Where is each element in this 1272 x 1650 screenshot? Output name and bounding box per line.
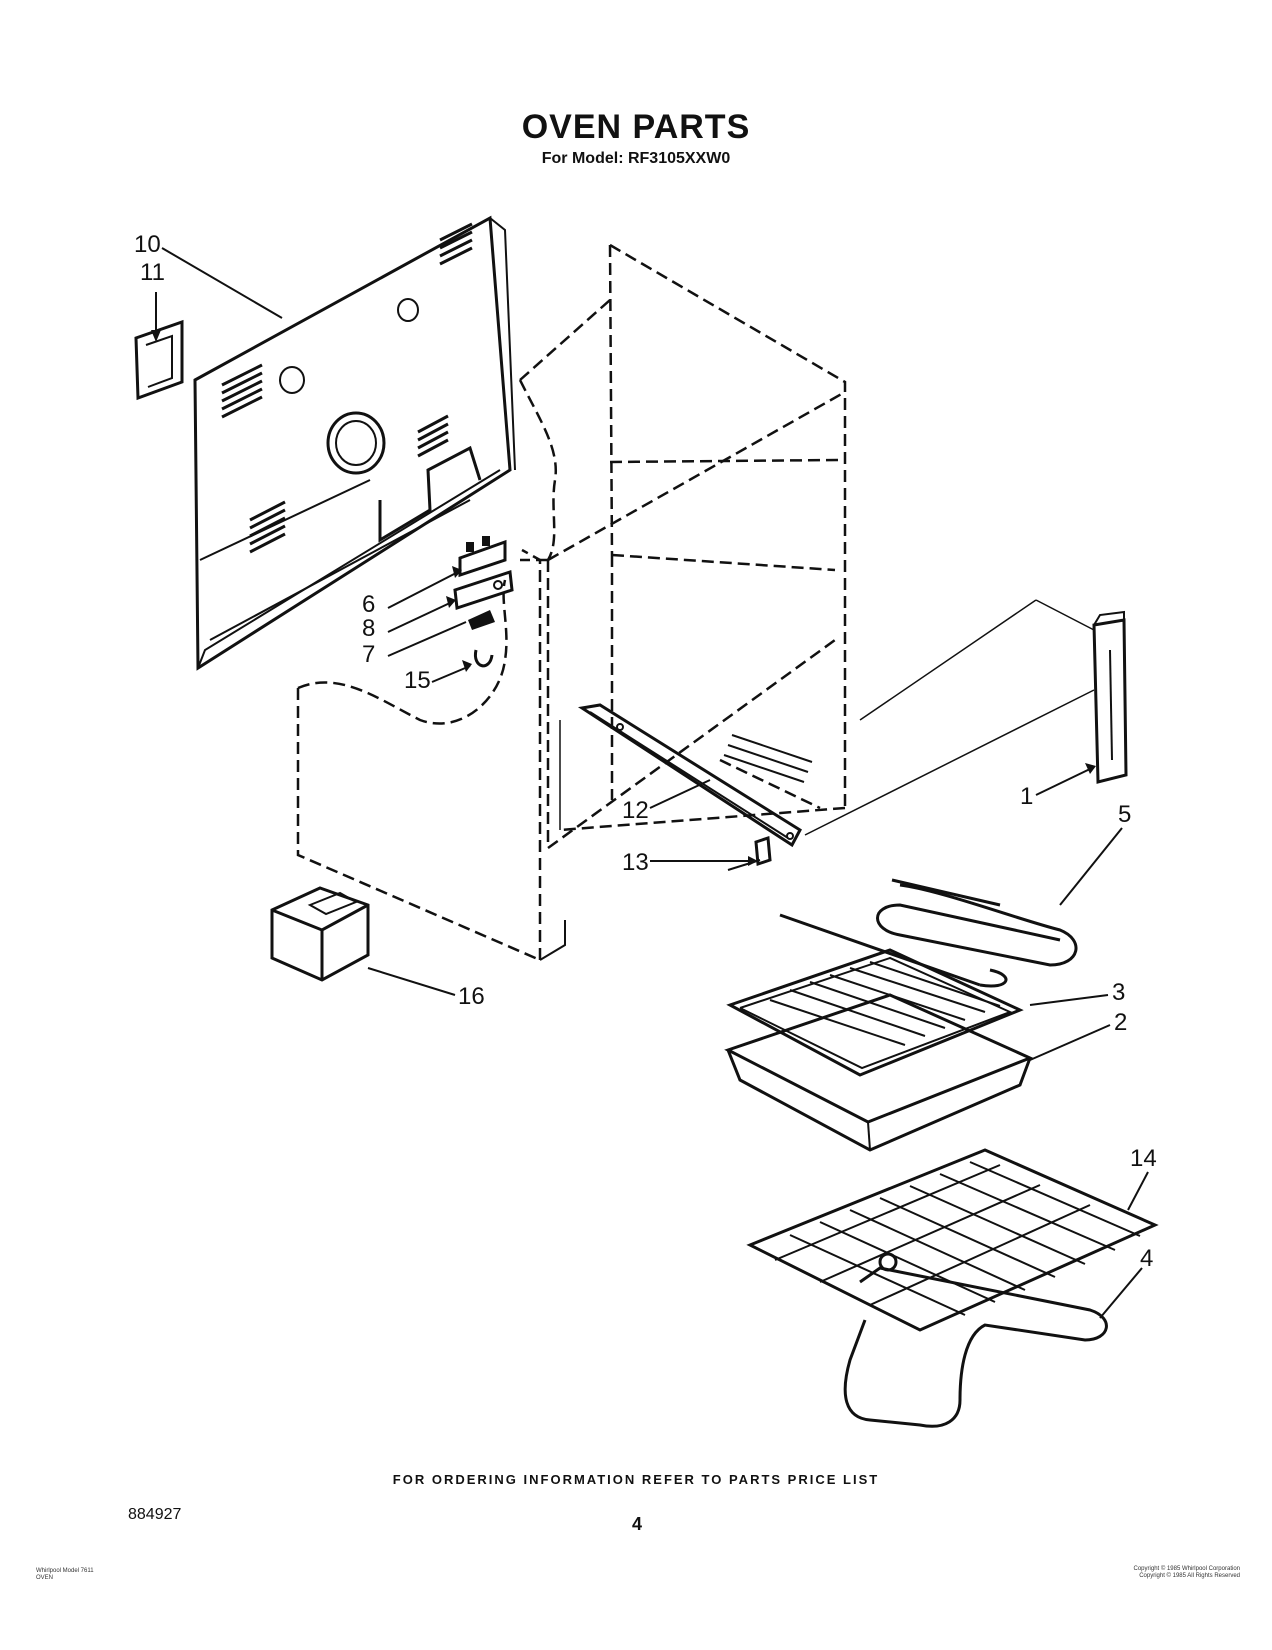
side-panel (296, 379, 566, 962)
panel-opening-large (326, 411, 386, 475)
oven-rack (746, 1148, 1159, 1332)
page-number: 4 (632, 1514, 643, 1534)
callout-10: 10 (134, 231, 161, 258)
broiler-grid (726, 948, 1024, 1077)
callout-2: 2 (1114, 1009, 1127, 1036)
rear-panel (193, 215, 516, 671)
broiler-pan (724, 993, 1034, 1152)
oven-cavity-frame (519, 243, 847, 850)
vent-grille-1 (221, 363, 263, 419)
callout-8: 8 (362, 615, 375, 642)
callout-4: 4 (1140, 1245, 1153, 1272)
vent-grille-4 (249, 500, 286, 554)
fine-print-left-line: OVEN (36, 1575, 54, 1581)
callout-15: 15 (404, 667, 431, 694)
floor-vent (723, 734, 813, 783)
callout-3: 3 (1112, 979, 1125, 1006)
page-title: OVEN PARTS (521, 108, 751, 146)
model-subtitle: For Model: RF3105XXW0 (541, 150, 731, 167)
leader-lines (151, 247, 1149, 1319)
callout-16: 16 (458, 983, 485, 1010)
callout-1: 1 (1020, 783, 1033, 810)
callout-12: 12 (622, 797, 649, 824)
fine-print-right-line: Copyright © 1985 Whirlpool Corporation (1133, 1566, 1240, 1572)
terminal-clip (468, 610, 495, 630)
document-number: 884927 (128, 1506, 182, 1523)
oven-rail (577, 703, 802, 848)
callout-11: 11 (140, 259, 165, 286)
bake-element (843, 1252, 1108, 1428)
ordering-note: FOR ORDERING INFORMATION REFER TO PARTS … (392, 1472, 880, 1487)
side-bracket (804, 599, 1128, 836)
vent-grille-3 (417, 414, 449, 458)
broil-element (779, 878, 1078, 988)
callout-14: 14 (1130, 1145, 1157, 1172)
fine-print-left: Whirlpool Model 7611 OVEN (36, 1568, 156, 1582)
terminal-block (458, 536, 507, 578)
callout-13: 13 (622, 849, 649, 876)
terminal-bracket (453, 570, 514, 610)
accessory-box (270, 886, 370, 982)
small-cover-plate (134, 319, 184, 401)
vent-grille-2 (439, 222, 473, 266)
callout-7: 7 (362, 641, 375, 668)
wire-hook (473, 649, 494, 668)
callout-5: 5 (1118, 801, 1131, 828)
fine-print-right-line: Copyright © 1985 All Rights Reserved (1139, 1573, 1240, 1579)
callout-6: 6 (362, 591, 375, 618)
fine-print-left-line: Whirlpool Model 7611 (36, 1568, 94, 1574)
fine-print-right: Copyright © 1985 Whirlpool Corporation C… (1010, 1566, 1240, 1580)
